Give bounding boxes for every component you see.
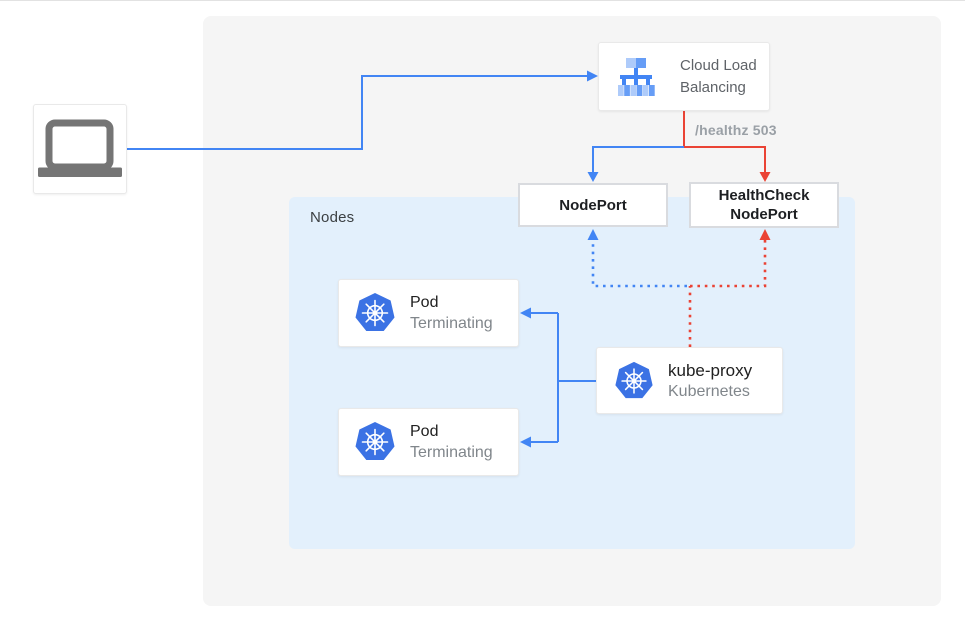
cloud-load-balancing-icon xyxy=(618,57,655,96)
healthz-status-label: /healthz 503 xyxy=(695,122,777,138)
pod-status: Terminating xyxy=(410,444,493,461)
kube-proxy-node: kube-proxy Kubernetes xyxy=(596,347,783,414)
nodes-group-label: Nodes xyxy=(310,209,355,226)
pod-node-1: Pod Terminating xyxy=(338,279,519,347)
kubernetes-icon xyxy=(615,361,653,398)
healthcheck-nodeport-label: HealthCheck NodePort xyxy=(718,187,810,223)
cloud-load-balancing-node: Cloud Load Balancing xyxy=(598,42,770,111)
pod-node-2: Pod Terminating xyxy=(338,408,519,476)
kube-proxy-subtitle: Kubernetes xyxy=(668,382,750,400)
kube-proxy-text: kube-proxy Kubernetes xyxy=(668,360,752,402)
pod-text: Pod Terminating xyxy=(410,292,493,334)
pod-title: Pod xyxy=(410,294,439,311)
laptop-icon xyxy=(38,119,122,177)
client-node xyxy=(33,104,127,194)
kube-proxy-title: kube-proxy xyxy=(668,360,753,380)
healthcheck-nodeport-node: HealthCheck NodePort xyxy=(689,182,839,228)
nodeport-node: NodePort xyxy=(518,183,668,227)
pod-text: Pod Terminating xyxy=(410,421,493,463)
kubernetes-icon xyxy=(355,422,395,460)
kubernetes-icon xyxy=(355,293,395,331)
pod-title: Pod xyxy=(410,423,439,440)
pod-status: Terminating xyxy=(410,315,493,332)
cloud-load-balancing-label: Cloud Load Balancing xyxy=(680,56,757,96)
nodeport-label: NodePort xyxy=(559,196,627,214)
